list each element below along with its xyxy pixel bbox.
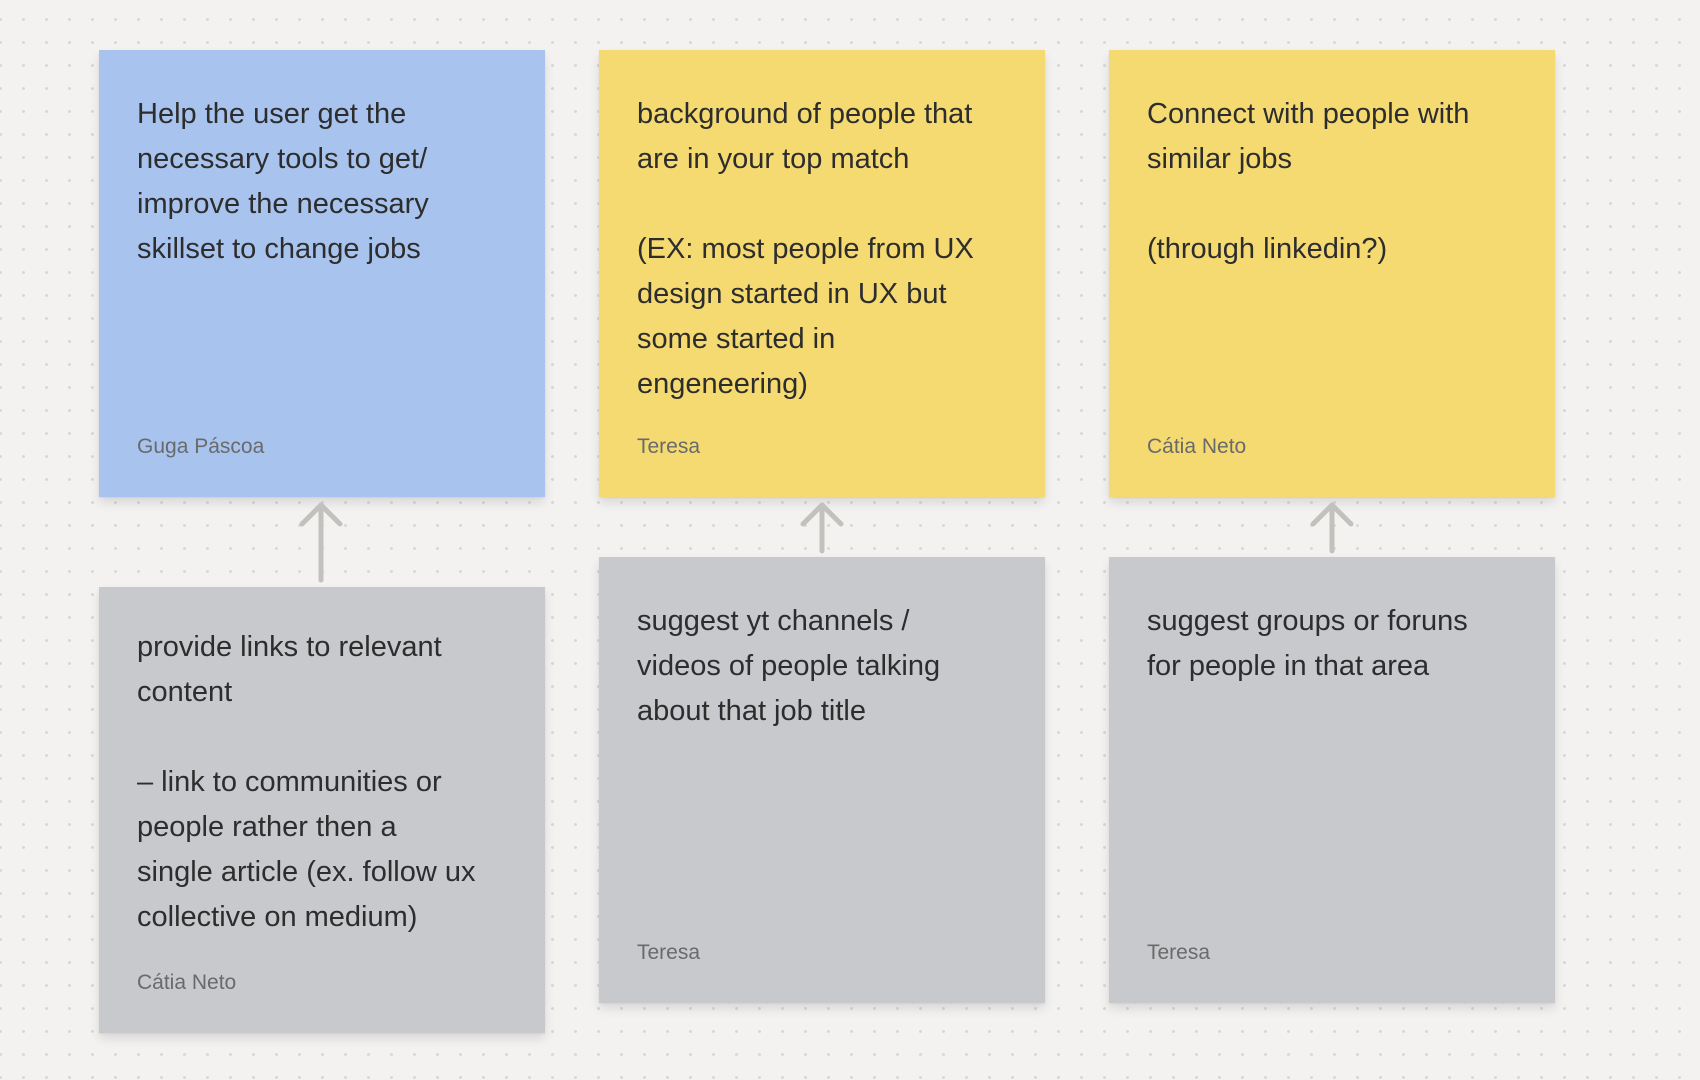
sticky-note-text: suggest yt channels / videos of people t…: [637, 605, 941, 727]
sticky-note-text: suggest groups or foruns for people in t…: [1147, 605, 1468, 682]
sticky-note-author: Teresa: [1147, 941, 1211, 964]
sticky-note-suggest-groups[interactable]: suggest groups or foruns for people in t…: [1109, 557, 1555, 1003]
sticky-note-text: provide links to relevant content – link…: [137, 631, 476, 933]
sticky-note-author: Teresa: [637, 941, 701, 964]
sticky-note-author: Teresa: [637, 435, 701, 458]
arrow-up-icon[interactable]: [1308, 500, 1356, 554]
arrow-up-icon[interactable]: [297, 500, 345, 583]
sticky-note-text: Help the user get the necessary tools to…: [137, 98, 429, 265]
sticky-note-help-user-tools[interactable]: Help the user get the necessary tools to…: [99, 50, 545, 497]
sticky-note-connect-with-people[interactable]: Connect with people with similar jobs (t…: [1109, 50, 1555, 497]
sticky-note-suggest-yt-channels[interactable]: suggest yt channels / videos of people t…: [599, 557, 1045, 1003]
sticky-note-author: Cátia Neto: [1147, 435, 1247, 458]
sticky-note-author: Cátia Neto: [137, 971, 237, 994]
sticky-note-text: Connect with people with similar jobs (t…: [1147, 98, 1470, 265]
sticky-note-provide-links[interactable]: provide links to relevant content – link…: [99, 587, 545, 1033]
sticky-note-author: Guga Páscoa: [137, 435, 265, 458]
sticky-note-text: background of people that are in your to…: [637, 98, 974, 400]
arrow-up-icon[interactable]: [798, 500, 846, 554]
sticky-note-background-of-people[interactable]: background of people that are in your to…: [599, 50, 1045, 497]
